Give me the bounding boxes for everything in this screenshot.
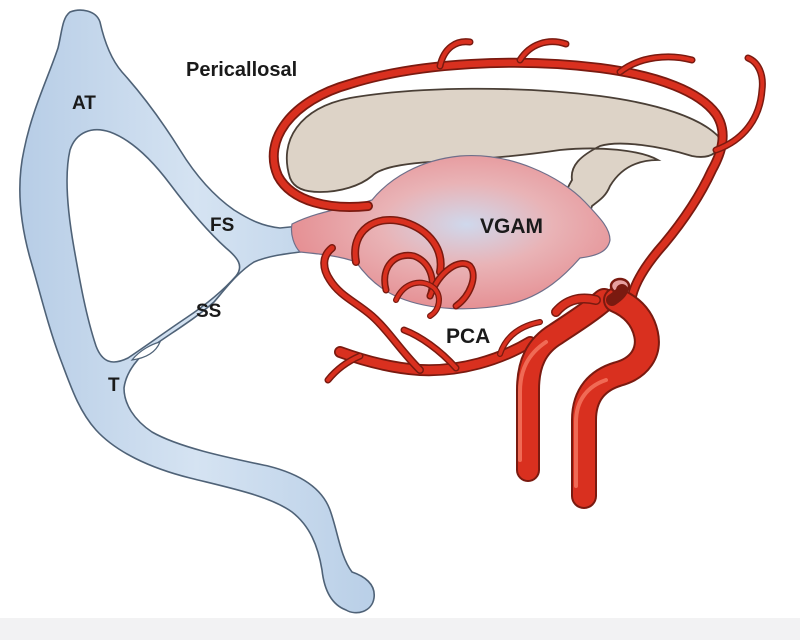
- feeder-loop-3-fill: [428, 261, 476, 308]
- pericallosal-branch-1-fill: [438, 39, 472, 68]
- ss-label: SS: [196, 301, 222, 322]
- venous-system: [18, 9, 375, 614]
- vgam-label: VGAM: [480, 215, 543, 238]
- fs-label: FS: [210, 215, 235, 236]
- pericallosal-branch-2-fill: [518, 39, 568, 62]
- feeder-loop-1-fill: [352, 217, 444, 275]
- feeder-loop-4-fill: [394, 280, 441, 318]
- venous-loop-hole: [66, 128, 241, 363]
- vessel-highlight-1: [518, 340, 548, 462]
- curled-vessel: [552, 295, 600, 316]
- sinus-split: [130, 341, 161, 361]
- posterior-branch-fill: [714, 56, 765, 152]
- pca-branch-lower-fill: [326, 354, 362, 382]
- pericallosal-label: Pericallosal: [186, 59, 298, 81]
- pca-branch-upper-fill: [321, 245, 423, 373]
- bottom-strip: [0, 618, 800, 640]
- pca-branch-up2-fill: [498, 320, 542, 356]
- t-label: T: [108, 375, 120, 396]
- feeder-loop-2-fill: [382, 253, 435, 298]
- vessel-to-cut-end-outline: [606, 284, 628, 306]
- at-label: AT: [72, 93, 96, 114]
- vessel-highlight-2: [574, 378, 608, 488]
- pca-label: PCA: [446, 325, 491, 348]
- pca-branch-mid-fill: [402, 328, 458, 370]
- basilar-trunk: [518, 290, 614, 480]
- pericallosal-branch-3-fill: [618, 54, 694, 74]
- pericallosal-artery: [270, 59, 726, 300]
- carotid-trunk: [573, 289, 658, 507]
- arterial-system: [268, 38, 766, 509]
